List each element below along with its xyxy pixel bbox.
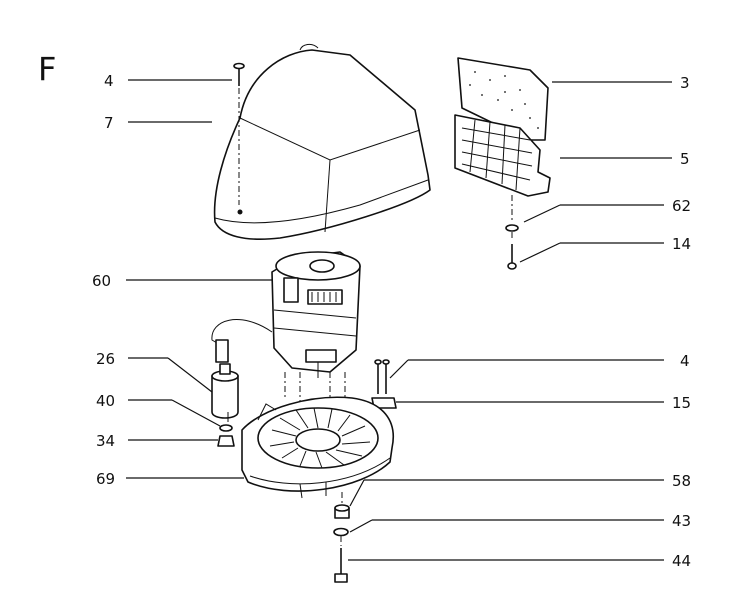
callout-7: 7	[104, 114, 114, 132]
callout-69: 69	[96, 470, 115, 488]
callout-40: 40	[96, 392, 115, 410]
callout-5: 5	[680, 150, 690, 168]
callout-43: 43	[672, 512, 691, 530]
filter-foam-part	[457, 57, 549, 141]
callout-34: 34	[96, 432, 115, 450]
bottom-fasteners	[333, 492, 350, 583]
filter-grille-part	[454, 114, 551, 197]
motor-base-part	[241, 396, 394, 499]
callout-26: 26	[96, 350, 115, 368]
callout-44: 44	[672, 552, 691, 570]
cover-screw-part	[233, 62, 245, 205]
callout-3: 3	[680, 74, 690, 92]
callout-58: 58	[672, 472, 691, 490]
capacitor-washer-part	[219, 424, 233, 432]
capacitor-nut-part	[217, 435, 235, 447]
callout-14: 14	[672, 235, 691, 253]
callout-62: 62	[672, 197, 691, 215]
section-letter: F	[38, 50, 56, 88]
callout-4-right: 4	[680, 352, 690, 370]
callout-15: 15	[672, 394, 691, 412]
motor-part	[211, 251, 361, 378]
callout-4-top: 4	[104, 72, 114, 90]
leader-lines	[126, 79, 672, 561]
motor-screws-part	[374, 359, 390, 394]
motor-cover-part	[213, 43, 431, 241]
capacitor-part	[211, 363, 239, 422]
filter-fasteners	[505, 195, 519, 270]
callout-60: 60	[92, 272, 111, 290]
callout-labels: 4 7 3 5 62 14 60 26 40 34 69 4 15 58 43 …	[92, 72, 691, 570]
